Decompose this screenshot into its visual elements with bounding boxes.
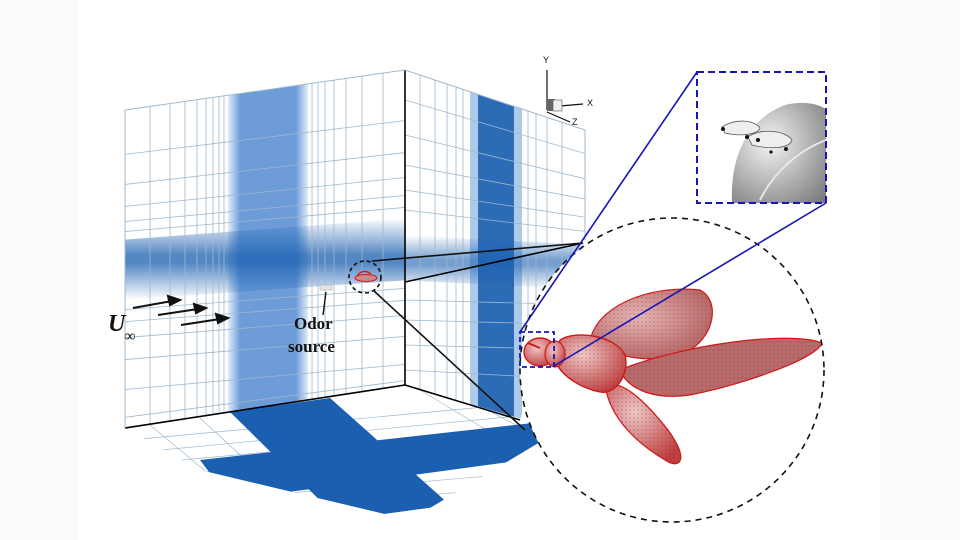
inset-line-bottom: [553, 202, 827, 367]
mesh-diagram: [124, 69, 827, 523]
antenna-inset: [696, 71, 827, 204]
figure-canvas: U ∞ Odor source Y X Z: [78, 0, 880, 540]
zoom-line-top: [371, 242, 584, 262]
small-zoom-circle: [348, 260, 382, 294]
axis-x-label: X: [587, 98, 594, 108]
odor-source-pointer: [322, 291, 327, 316]
inset-line-top: [519, 71, 698, 333]
freestream-arrows: [132, 294, 231, 326]
insect-detail: [519, 217, 825, 523]
antenna-zoom-box: [519, 331, 555, 368]
axis-y-label: Y: [543, 55, 550, 65]
big-zoom-circle: [519, 217, 825, 523]
zoom-line-bottom: [373, 290, 526, 431]
axis-z-label: Z: [572, 117, 578, 127]
odor-source-label-line2: source: [288, 337, 335, 356]
mesh-left-face: [125, 70, 405, 428]
odor-source-label-line1: Odor: [294, 314, 333, 333]
axis-triad: [546, 70, 584, 123]
domain-edges: [124, 70, 584, 429]
freestream-subscript: ∞: [124, 328, 136, 345]
freestream-label: U: [108, 311, 126, 337]
odor-source-marker: [319, 284, 333, 291]
inset-box: [696, 71, 827, 204]
